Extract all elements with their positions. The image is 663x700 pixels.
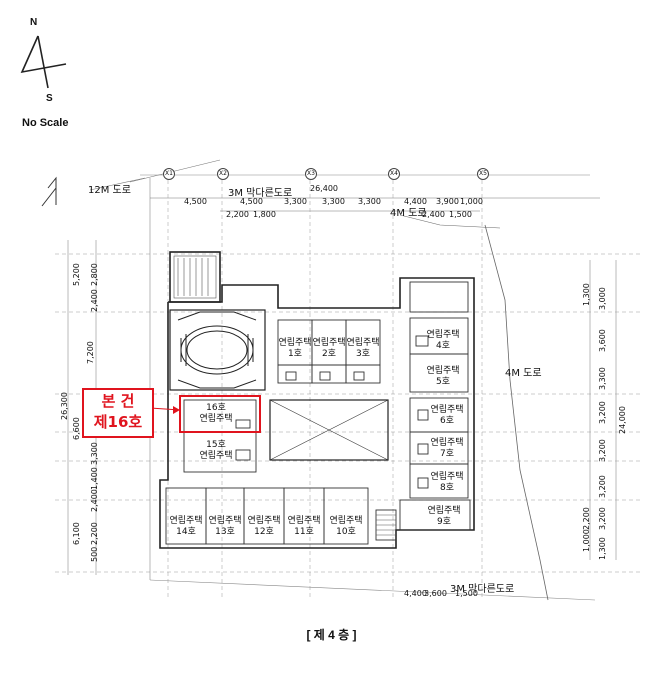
- top-dim: 3,900: [436, 197, 459, 206]
- top-dim: 1,000: [460, 197, 483, 206]
- left-dim: 500: [90, 546, 99, 562]
- left-dim: 2,400: [90, 489, 99, 512]
- left-dim: 3,300: [90, 442, 99, 465]
- left-dim: 7,200: [86, 341, 95, 364]
- floor-caption: [ 제 4 층 ]: [306, 628, 357, 642]
- left-dim: 26,300: [60, 392, 69, 420]
- left-dim: 2,800: [90, 263, 99, 286]
- right-dim: 2,200: [582, 507, 591, 530]
- top-dim: 4,500: [184, 197, 207, 206]
- right-dim: 1,300: [582, 283, 591, 306]
- right-dim: 3,200: [598, 439, 607, 462]
- axis-x1: X1: [163, 168, 175, 180]
- top-dim: 3,300: [358, 197, 381, 206]
- left-dim: 6,600: [72, 417, 81, 440]
- right-dim: 3,600: [598, 329, 607, 352]
- bottom-dim: 1,500: [455, 589, 478, 598]
- right-dim: 24,000: [618, 406, 627, 434]
- axis-x2: X2: [217, 168, 229, 180]
- axis-x3: X3: [305, 168, 317, 180]
- top-total-dim: 26,400: [310, 184, 338, 193]
- top-dim: 4,500: [240, 197, 263, 206]
- callout-line-2: 제16호: [93, 413, 143, 431]
- road-12m-label: 12M 도로: [88, 185, 131, 196]
- right-dim: 3,200: [598, 401, 607, 424]
- axis-x4: X4: [388, 168, 400, 180]
- sub-dim: 1,800: [253, 210, 276, 219]
- axis-x5: X5: [477, 168, 489, 180]
- bottom-dim: 4,400: [404, 589, 427, 598]
- left-dim: 2,200: [90, 522, 99, 545]
- bottom-dim: 3,600: [424, 589, 447, 598]
- scale-note: No Scale: [22, 117, 69, 129]
- left-dim: 5,200: [72, 263, 81, 286]
- sub-dim: 1,500: [449, 210, 472, 219]
- road-right-label: 4M 도로: [505, 368, 542, 379]
- sub-dim: 2,400: [422, 210, 445, 219]
- road-top-label: 3M 막다른도로: [228, 188, 293, 199]
- right-dim: 1,300: [598, 537, 607, 560]
- unit-16-highlight: [179, 395, 261, 433]
- callout-arrowhead-icon: [173, 406, 180, 414]
- top-dim: 3,300: [322, 197, 345, 206]
- top-dim: 3,300: [284, 197, 307, 206]
- right-dim: 3,200: [598, 475, 607, 498]
- left-dim: 6,100: [72, 522, 81, 545]
- right-dim: 3,000: [598, 287, 607, 310]
- road-top-right-label: 4M 도로: [390, 208, 427, 219]
- road-bottom-label: 3M 막다른도로: [450, 584, 515, 595]
- south-label: S: [46, 93, 53, 104]
- sub-dim: 2,200: [226, 210, 249, 219]
- subject-unit-callout: 본 건 제16호: [82, 388, 154, 438]
- north-arrow-icon: [20, 35, 67, 89]
- north-label: N: [30, 17, 38, 28]
- top-dim: 4,400: [404, 197, 427, 206]
- left-dim: 1,400: [90, 467, 99, 490]
- callout-line-1: 본 건: [101, 392, 135, 410]
- right-dim: 3,300: [598, 367, 607, 390]
- mini-compass-icon: [41, 176, 57, 207]
- right-dim: 3,200: [598, 507, 607, 530]
- left-dim: 2,400: [90, 289, 99, 312]
- right-dim: 1,000: [582, 529, 591, 552]
